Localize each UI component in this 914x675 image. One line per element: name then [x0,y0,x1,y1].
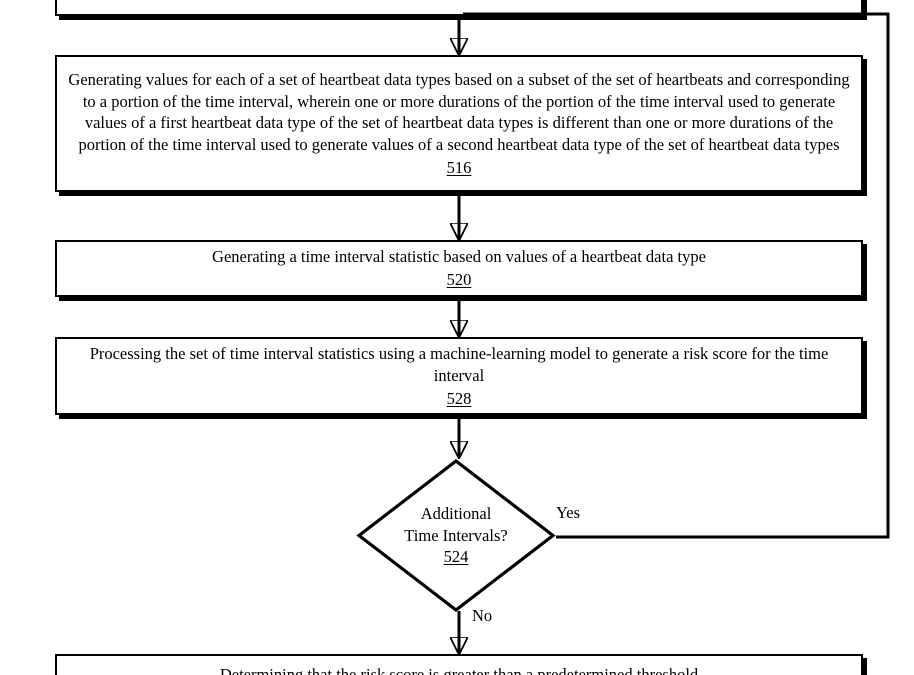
process-box-520-ref: 520 [446,270,472,290]
process-box-532-text: Determining that the risk score is great… [219,665,699,675]
process-box-532[interactable]: Determining that the risk score is great… [55,654,863,675]
process-box-512[interactable]: 512 [55,0,863,16]
branch-label-yes: Yes [556,503,581,522]
process-box-528[interactable]: Processing the set of time interval stat… [55,337,863,415]
process-box-516[interactable]: Generating values for each of a set of h… [55,55,863,192]
process-box-516-text: Generating values for each of a set of h… [68,69,850,155]
decision-diamond-shape [356,458,556,613]
process-box-520[interactable]: Generating a time interval statistic bas… [55,240,863,297]
branch-label-no: No [472,606,493,625]
process-box-528-ref: 528 [446,388,472,408]
decision-diamond-524[interactable]: Additional Time Intervals? 524 [356,458,556,613]
process-box-520-text: Generating a time interval statistic bas… [212,247,706,267]
process-box-528-text: Processing the set of time interval stat… [89,344,829,385]
process-box-516-ref: 516 [446,157,472,177]
process-box-512-ref: 512 [447,0,472,1]
